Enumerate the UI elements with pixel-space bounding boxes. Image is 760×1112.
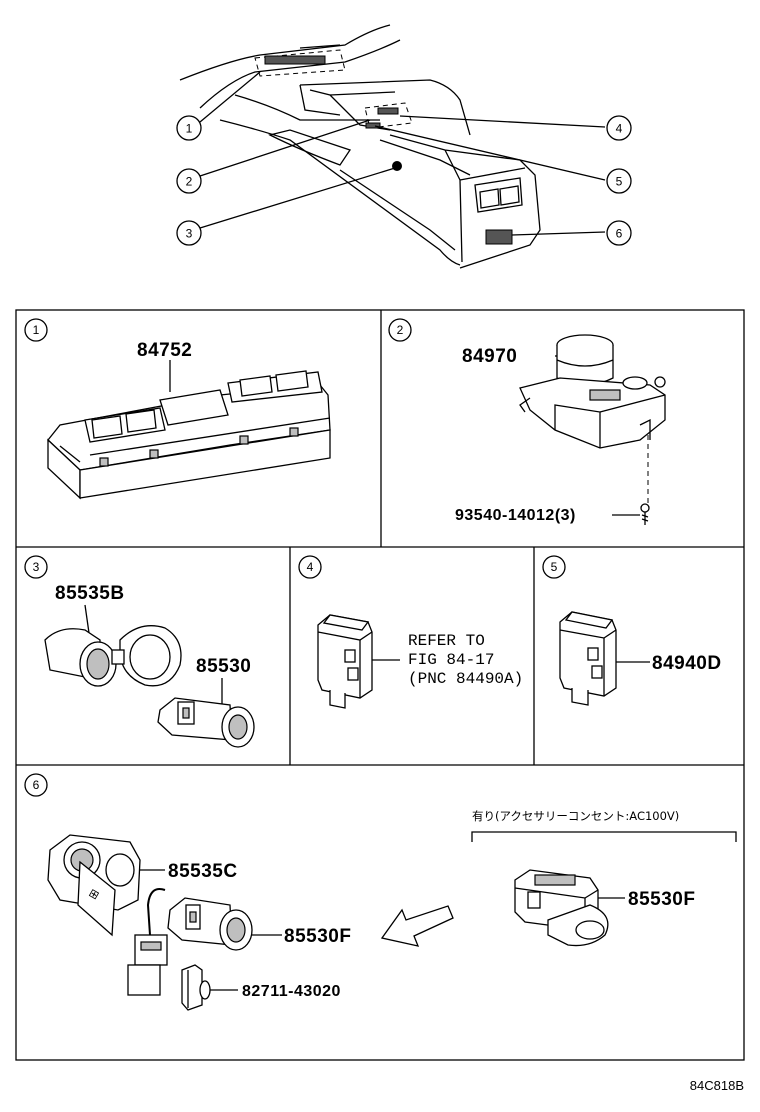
part-84752-label: 84752 [137, 340, 192, 361]
arrow-icon [380, 905, 454, 947]
socket-housing-6-illustration: ⊞ [47, 834, 141, 937]
panel-5: 5 84940D [542, 555, 722, 706]
overview-illustration: 1 2 3 4 5 6 [176, 24, 632, 269]
svg-text:2: 2 [186, 175, 193, 189]
part-85530F-option-label: 85530F [628, 889, 695, 910]
panel-3-number: 3 [33, 560, 40, 574]
switch-4-illustration [317, 614, 373, 709]
refer-note-line-2: FIG 84-17 [408, 651, 494, 669]
part-93540-label: 93540-14012(3) [455, 507, 576, 524]
panel-2: 2 84970 93540-14012(3) [388, 318, 666, 525]
svg-text:5: 5 [616, 175, 623, 189]
callout-2: 2 [176, 168, 202, 194]
cap-illustration [181, 964, 211, 1011]
panel-6-number: 6 [33, 778, 40, 792]
svg-text:4: 4 [616, 122, 623, 136]
switch-5-illustration [559, 611, 617, 706]
socket-housing-illustration [44, 625, 182, 687]
lighter-socket-6-illustration [167, 897, 253, 951]
panel-3: 3 85535B 85530 [24, 555, 255, 748]
part-85535B-label: 85535B [55, 583, 125, 604]
callout-6: 6 [606, 220, 632, 246]
cigarette-lighter-illustration [157, 697, 255, 748]
refer-note-line-1: REFER TO [408, 632, 485, 650]
connector-illustration [127, 888, 168, 996]
panel-4-number: 4 [307, 560, 314, 574]
part-85535C-label: 85535C [168, 861, 238, 882]
switch-panel-illustration [47, 370, 331, 500]
figure-code: 84C818B [690, 1078, 744, 1093]
controller-illustration [519, 334, 666, 449]
panel-1: 1 84752 [24, 318, 331, 500]
option-label: 有り(アクセサリーコンセント:AC100V) [472, 809, 679, 823]
callout-3: 3 [176, 220, 202, 246]
part-84940D-label: 84940D [652, 653, 722, 674]
callout-5: 5 [606, 168, 632, 194]
panel-4: 4 REFER TO FIG 84-17 (PNC 84490A) [298, 555, 523, 709]
callout-1: 1 [176, 115, 202, 141]
ac-outlet-illustration [514, 869, 609, 947]
screw-icon [640, 503, 650, 525]
refer-note-line-3: (PNC 84490A) [408, 670, 523, 688]
part-84970-label: 84970 [462, 346, 517, 367]
panel-grid [15, 309, 745, 1061]
panel-6: 6 ⊞ 85535C 85530F [24, 773, 737, 1011]
svg-text:1: 1 [186, 122, 193, 136]
callout-4: 4 [606, 115, 632, 141]
panel-5-number: 5 [551, 560, 558, 574]
svg-text:3: 3 [186, 227, 193, 241]
panel-2-number: 2 [397, 323, 404, 337]
part-85530F-label: 85530F [284, 926, 351, 947]
svg-text:6: 6 [616, 227, 623, 241]
panel-1-number: 1 [33, 323, 40, 337]
part-82711-label: 82711-43020 [242, 983, 341, 1000]
part-85530-label: 85530 [196, 656, 251, 677]
